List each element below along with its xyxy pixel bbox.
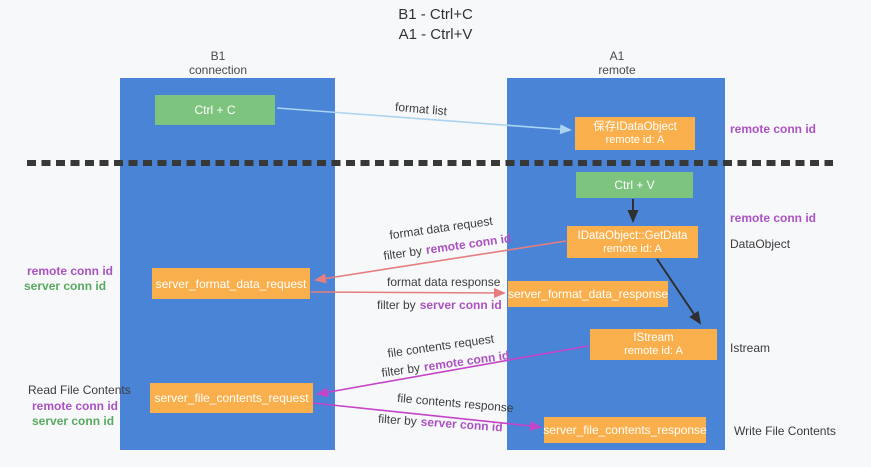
lifeline-b1-role: connection — [188, 63, 248, 77]
node-save-idataobject: 保存IDataObject remote id: A — [575, 117, 695, 150]
annotation-remote-conn-id-top-right: remote conn id — [730, 122, 817, 136]
filter-by-text: filter by — [380, 360, 421, 380]
node-istream-title: IStream — [633, 332, 674, 344]
flow-label-format-list: format list — [394, 99, 448, 119]
annotation-remote-conn-id-top-left: remote conn id — [27, 264, 114, 278]
annotation-write-file-contents: Write File Contents — [734, 424, 836, 438]
annotation-server-conn-id-bottom-left: server conn id — [32, 414, 115, 428]
filter-by-text: filter by — [382, 243, 423, 263]
node-ctrl-c: Ctrl + C — [155, 95, 275, 125]
arrow-format-data-response — [310, 287, 506, 298]
annotation-read-file-contents: Read File Contents — [28, 383, 131, 397]
node-ctrl-v: Ctrl + V — [576, 172, 693, 198]
flow-label-file-contents-response: file contents response — [396, 390, 515, 416]
node-idataobject-getdata: IDataObject::GetData remote id: A — [567, 226, 698, 258]
diagram-title: B1 - Ctrl+C A1 - Ctrl+V — [0, 5, 871, 45]
node-server-format-data-response: server_format_data_response — [508, 281, 668, 307]
node-getdata-title: IDataObject::GetData — [577, 229, 688, 242]
node-getdata-remote-id: remote id: A — [603, 242, 662, 255]
annotation-dataobject: DataObject — [730, 237, 791, 251]
annotation-remote-conn-id-mid-right: remote conn id — [730, 211, 817, 225]
lifeline-a1-name: A1 — [609, 49, 625, 63]
annotation-remote-conn-id-bottom-left: remote conn id — [32, 399, 119, 413]
annotation-server-conn-id-top-left: server conn id — [24, 279, 107, 293]
node-istream-remote-id: remote id: A — [624, 345, 683, 357]
filter-key-server-conn-id: server conn id — [419, 298, 502, 312]
filter-by-text: filter by — [377, 411, 418, 429]
lifeline-header-b1: B1 connection — [118, 49, 318, 77]
phase-divider-dashed-line — [27, 160, 833, 166]
node-server-file-contents-request: server_file_contents_request — [150, 383, 313, 413]
lifeline-header-a1: A1 remote — [517, 49, 717, 77]
node-server-format-data-request: server_format_data_request — [152, 268, 310, 299]
flow-label-format-data-response: format data response — [387, 275, 501, 289]
annotation-istream: Istream — [730, 341, 771, 355]
node-save-idataobject-remote-id: remote id: A — [605, 134, 665, 146]
lifeline-b1-name: B1 — [210, 49, 226, 63]
lifeline-a1-role: remote — [598, 63, 636, 77]
node-server-file-contents-response: server_file_contents_response — [543, 417, 707, 443]
node-save-idataobject-title: 保存IDataObject — [593, 121, 677, 133]
title-line-1: B1 - Ctrl+C — [398, 6, 473, 23]
node-istream: IStream remote id: A — [590, 329, 717, 360]
filter-key-server-conn-id: server conn id — [420, 414, 504, 435]
title-line-2: A1 - Ctrl+V — [398, 26, 473, 43]
filter-by-text: filter by — [377, 298, 416, 312]
